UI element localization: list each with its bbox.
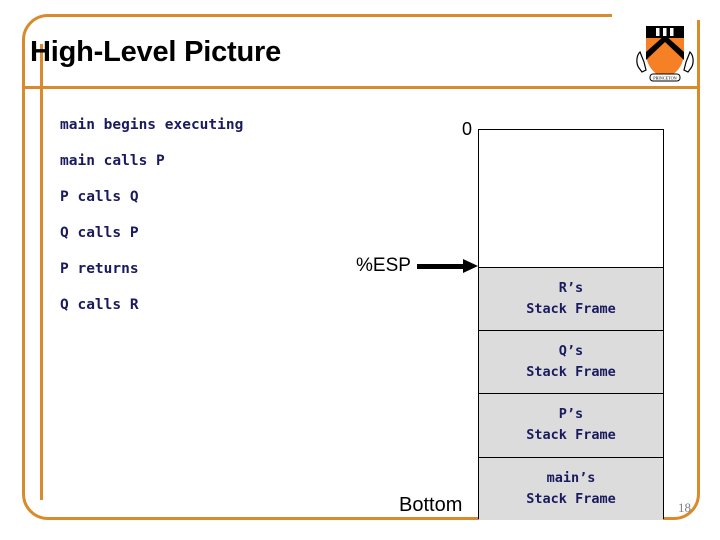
stack-frame-owner: R’s — [558, 280, 584, 297]
frame-top-right-gap — [612, 12, 704, 20]
stack-frame-r: R’s Stack Frame — [479, 267, 663, 331]
list-item: P returns — [60, 261, 139, 277]
slide-border-inner-vertical — [40, 44, 43, 500]
stack-free-space — [479, 130, 663, 267]
execution-steps-list: main begins executing main calls P P cal… — [60, 112, 360, 328]
stack-frame-owner: P’s — [558, 406, 584, 423]
stack-frame-caption: Stack Frame — [526, 364, 616, 381]
stack-bottom-label: Bottom — [399, 494, 463, 516]
stack-frame-caption: Stack Frame — [526, 427, 616, 444]
list-item: main calls P — [60, 153, 165, 169]
stack-diagram: R’s Stack Frame Q’s Stack Frame P’s Stac… — [478, 129, 664, 520]
list-item: P calls Q — [60, 189, 139, 205]
esp-pointer: %ESP — [356, 254, 478, 278]
stack-frame-q: Q’s Stack Frame — [479, 330, 663, 394]
stack-frame-caption: Stack Frame — [526, 301, 616, 318]
arrow-right-icon — [416, 259, 478, 273]
stack-frame-p: P’s Stack Frame — [479, 393, 663, 457]
title-divider-rule — [22, 86, 700, 89]
princeton-shield-logo: PRINCETON — [632, 18, 698, 86]
stack-frame-owner: Q’s — [558, 343, 584, 360]
stack-frame-owner: main’s — [546, 469, 596, 486]
page-title: High-Level Picture — [30, 36, 282, 68]
svg-text:PRINCETON: PRINCETON — [653, 76, 676, 81]
stack-frame-main: main’s Stack Frame — [479, 456, 663, 520]
list-item: Q calls P — [60, 225, 139, 241]
list-item: Q calls R — [60, 297, 139, 313]
list-item: main begins executing — [60, 117, 244, 133]
page-number: 18 — [678, 500, 691, 515]
top-address-label: 0 — [462, 119, 473, 139]
esp-label: %ESP — [356, 255, 411, 276]
stack-frame-caption: Stack Frame — [526, 490, 616, 507]
